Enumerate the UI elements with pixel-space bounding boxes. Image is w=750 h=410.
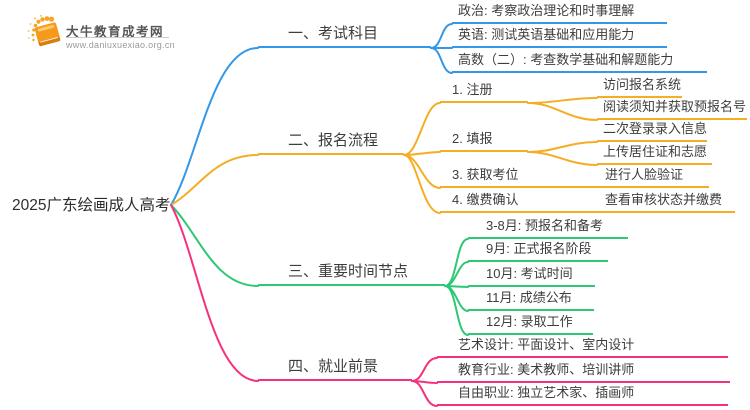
node-visit-system: 访问报名系统 [597, 75, 682, 98]
book-icon [27, 14, 61, 47]
node-english: 英语: 测试英语基础和应用能力 [452, 25, 667, 48]
connector-root-timeline [170, 204, 259, 287]
connector-register-notice [527, 102, 598, 121]
site-logo: 大牛教育成考网 www.daniuxuexiao.org.cn [22, 12, 192, 56]
connector-subjects-math [430, 47, 453, 74]
node-freelance: 自由职业: 独立艺术家、插画师 [437, 383, 728, 406]
branch-registration-process: 二、报名流程 [258, 127, 404, 155]
site-url: www.daniuxuexiao.org.cn [66, 40, 175, 50]
node-step-pay: 4. 缴费确认 [440, 190, 597, 213]
connector-fill-upload [527, 151, 598, 166]
node-politics: 政治: 考察政治理论和时事理解 [452, 1, 667, 24]
node-upload-permit: 上传居住证和志愿 [597, 142, 712, 165]
node-check-status-pay: 查看审核状态并缴费 [597, 190, 735, 213]
branch-exam-subjects: 一、考试科目 [258, 20, 431, 48]
node-october: 10月: 考试时间 [468, 264, 595, 287]
connector-register-visit [527, 97, 598, 104]
node-september: 9月: 正式报名阶段 [468, 239, 608, 262]
node-art-design: 艺术设计: 平面设计、室内设计 [437, 335, 728, 358]
branch-career-prospects: 四、就业前景 [258, 353, 412, 381]
connector-subjects-politics [430, 23, 453, 49]
node-read-notice: 阅读须知并获取预报名号 [597, 97, 747, 120]
connector-registration-pay [403, 154, 441, 214]
connector-timeline-dec [444, 285, 469, 336]
connector-root-career [170, 204, 259, 382]
node-face-verify: 进行人脸验证 [597, 165, 709, 188]
root-topic: 2025广东绘画成人高考 [12, 197, 171, 214]
node-november: 11月: 成绩公布 [468, 288, 594, 311]
node-math: 高数（二）: 考查数学基础和解题能力 [452, 50, 707, 73]
node-step-fill: 2. 填报 [440, 129, 528, 152]
site-name: 大牛教育成考网 [66, 25, 165, 39]
node-second-login: 二次登录录入信息 [597, 119, 707, 142]
connector-career-design [411, 357, 438, 382]
connector-career-freelance [411, 380, 438, 407]
connector-root-exam-subjects [170, 47, 259, 206]
node-education-industry: 教育行业: 美术教师、培训讲师 [437, 360, 730, 383]
node-mar-aug: 3-8月: 预报名和备考 [468, 216, 628, 239]
node-step-seat: 3. 获取考位 [440, 165, 597, 188]
node-step-register: 1. 注册 [440, 80, 528, 103]
connector-fill-login [527, 141, 598, 153]
connector-root-registration [170, 154, 259, 206]
logo-divider [66, 37, 169, 38]
node-december: 12月: 录取工作 [468, 312, 593, 335]
branch-key-timeline: 三、重要时间节点 [258, 258, 445, 286]
connector-registration-register [403, 102, 441, 156]
